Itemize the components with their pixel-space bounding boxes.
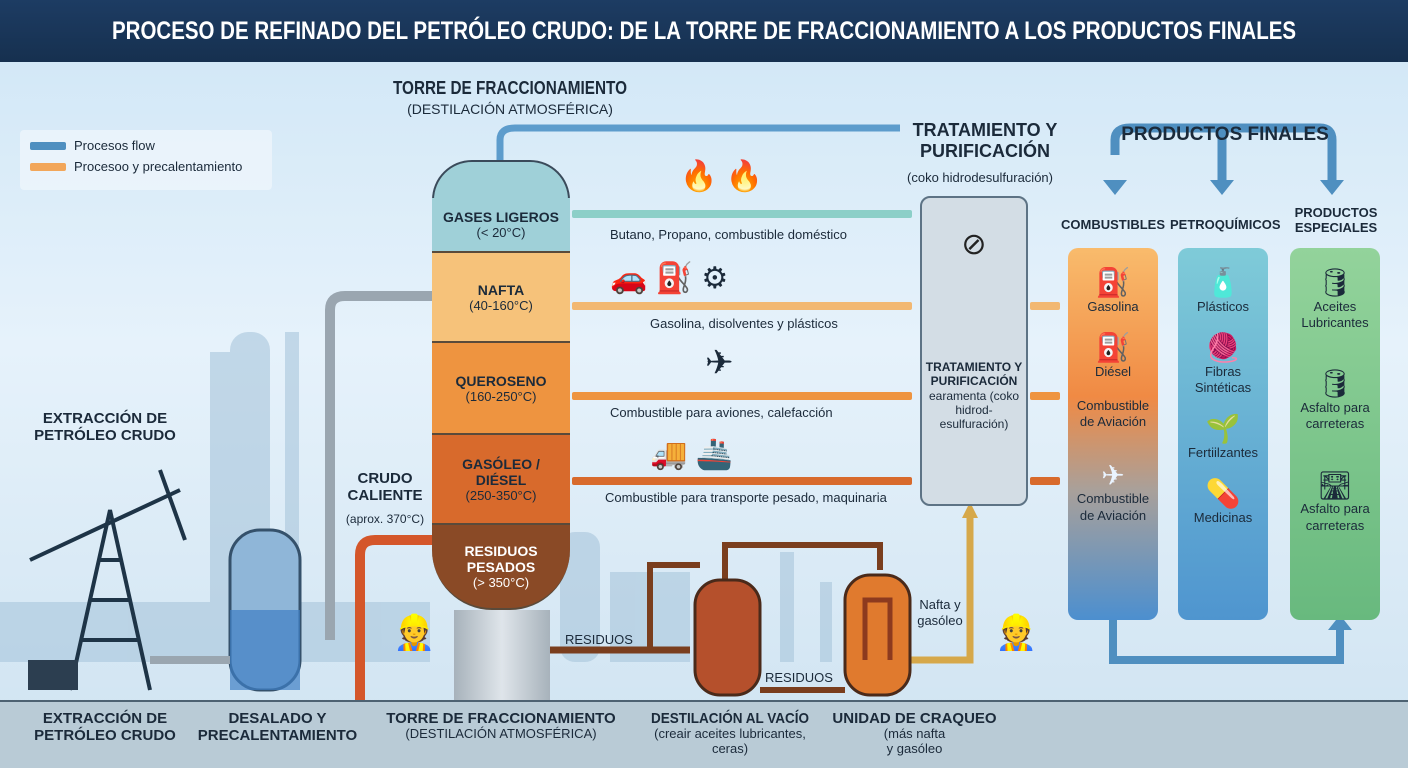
use-label: Combustible para aviones, calefacción	[610, 405, 833, 420]
legend-label: Procesos flow	[74, 138, 155, 153]
airplane-icon: ✈	[1101, 459, 1125, 491]
medicine-icon: 💊	[1205, 478, 1241, 510]
fuel-pump-icon: ⛽	[1095, 267, 1131, 298]
product-label: Medicinas	[1193, 510, 1253, 526]
treatment-title: TRATAMIENTO Y PURIFICACIÓN	[912, 120, 1058, 161]
no-sulfur-icon: ⊘	[961, 228, 987, 261]
flow-arrow-gasoleo	[572, 477, 912, 485]
column-title: PRODUCTOS ESPECIALES	[1294, 205, 1378, 235]
legend: Procesos flow Procesoo y precalentamient…	[20, 130, 272, 190]
stage-label: UNIDAD DE CRAQUEO(más nafta y gasóleo	[832, 710, 997, 757]
tower-subtitle: (DESTILACIÓN ATMOSFÉRICA)	[407, 101, 613, 117]
flow-arrow-gases	[572, 210, 912, 218]
use-label: Combustible para transporte pesado, maqu…	[605, 490, 887, 505]
product-label: Fibras Sintéticas	[1194, 363, 1252, 396]
crudo-label: CRUDO CALIENTE	[347, 470, 423, 505]
page-header: PROCESO DE REFINADO DEL PETRÓLEO CRUDO: …	[0, 0, 1408, 62]
treatment-subtitle: (coko hidrodesulfuración)	[907, 170, 1053, 185]
worker-icon: 👷	[393, 614, 436, 652]
gas-stove-flame-icons: 🔥 🔥	[680, 160, 764, 193]
treatment-box-title: TRATAMIENTO Y PURIFICACIÓN	[925, 360, 1023, 388]
product-label: Asfalto para carreteras	[1300, 400, 1370, 432]
product-label: Combustible de Aviación	[1076, 491, 1150, 523]
residuos-label: RESIDUOS	[765, 670, 833, 685]
product-label: Gasolina	[1087, 298, 1139, 314]
airplane-icon: ✈	[705, 344, 734, 382]
product-label: Asfalto para carreteras	[1300, 501, 1370, 533]
tower-section-residuos: RESIDUOS PESADOS(> 350°C)	[432, 525, 570, 610]
fractionating-tower: GASES LIGEROS(< 20°C) NAFTA(40-160°C) QU…	[432, 160, 570, 700]
product-label: Combustible de Aviación	[1076, 398, 1150, 430]
truck-ship-icons: 🚚 🚢	[650, 438, 734, 471]
flow-arrow-queroseno	[572, 392, 912, 400]
stage-label: EXTRACCIÓN DE PETRÓLEO CRUDO	[34, 710, 176, 745]
blue-arrow-icon	[30, 141, 66, 150]
product-label: Fertiilzantes	[1187, 445, 1259, 461]
tower-section-queroseno: QUEROSENO(160-250°C)	[432, 343, 570, 435]
stage-label: DESTILACIÓN AL VACÍO(creair aceites lubr…	[650, 710, 810, 757]
use-label: Gasolina, disolventes y plásticos	[650, 316, 838, 331]
stage-label: TORRE DE FRACCIONAMIENTO(DESTILACIÓN ATM…	[386, 710, 616, 742]
page-title: PROCESO DE REFINADO DEL PETRÓLEO CRUDO: …	[111, 16, 1297, 45]
residuos-label: RESIDUOS	[565, 632, 633, 647]
crudo-temp: (aprox. 370°C)	[345, 512, 425, 526]
worker-icon: 👷	[995, 614, 1038, 652]
flow-arrow-nafta	[572, 302, 912, 310]
column-especiales: 🛢Aceites Lubricantes 🛢Asfalto para carre…	[1290, 248, 1380, 620]
stage-labels: EXTRACCIÓN DE PETRÓLEO CRUDO DESALADO Y …	[0, 700, 1408, 768]
tower-title: TORRE DE FRACCIONAMIENTO	[392, 78, 628, 98]
product-label: Aceites Lubricantes	[1301, 298, 1369, 331]
column-title: COMBUSTIBLES	[1061, 217, 1165, 232]
road-icon: 🛣	[1317, 469, 1353, 501]
tower-section-gasoleo: GASÓLEO / DIÉSEL(250-350°C)	[432, 435, 570, 525]
product-label: Diésel	[1094, 363, 1132, 379]
tower-section-nafta: NAFTA(40-160°C)	[432, 253, 570, 343]
treatment-box-text: earamenta (coko hidrod-esulfuración)	[928, 388, 1020, 432]
nafta-gasoleo-label: Nafta y gasóleo	[917, 597, 963, 628]
flow-arrow	[1030, 392, 1060, 400]
fertilizer-bag-icon: 🌱	[1205, 413, 1241, 445]
stage-label: DESALADO Y PRECALENTAMIENTO	[197, 710, 358, 745]
product-label: Plásticos	[1196, 298, 1250, 314]
column-combustibles: ⛽Gasolina ⛽Diésel Combustible de Aviació…	[1068, 248, 1158, 620]
orange-arrow-icon	[30, 162, 66, 171]
legend-label: Procesoo y precalentamiento	[74, 159, 243, 174]
fiber-icon: 🧶	[1205, 332, 1241, 364]
extraction-label: EXTRACCIÓN DE PETRÓLEO CRUDO	[34, 410, 176, 445]
flow-arrow	[1030, 477, 1060, 485]
column-petroquimicos: 🧴Plásticos 🧶Fibras Sintéticas 🌱Fertiilza…	[1178, 248, 1268, 620]
car-fuel-plastic-icons: 🚗 ⛽ ⚙	[610, 262, 729, 295]
products-title: PRODUCTOS FINALES	[1121, 124, 1329, 145]
bottle-icon: 🧴	[1205, 267, 1241, 298]
oil-can-icon: 🛢	[1317, 267, 1353, 298]
treatment-box: ⊘ TRATAMIENTO Y PURIFICACIÓN earamenta (…	[920, 196, 1028, 506]
use-label: Butano, Propano, combustible doméstico	[610, 227, 848, 242]
tower-section-gases: GASES LIGEROS(< 20°C)	[432, 198, 570, 253]
legend-item: Procesoo y precalentamiento	[30, 159, 262, 174]
oil-can-icon: 🛢	[1317, 368, 1353, 400]
column-title: PETROQUÍMICOS	[1170, 217, 1281, 232]
flow-arrow	[1030, 302, 1060, 310]
legend-item: Procesos flow	[30, 138, 262, 153]
fuel-pump-icon: ⛽	[1095, 332, 1131, 364]
